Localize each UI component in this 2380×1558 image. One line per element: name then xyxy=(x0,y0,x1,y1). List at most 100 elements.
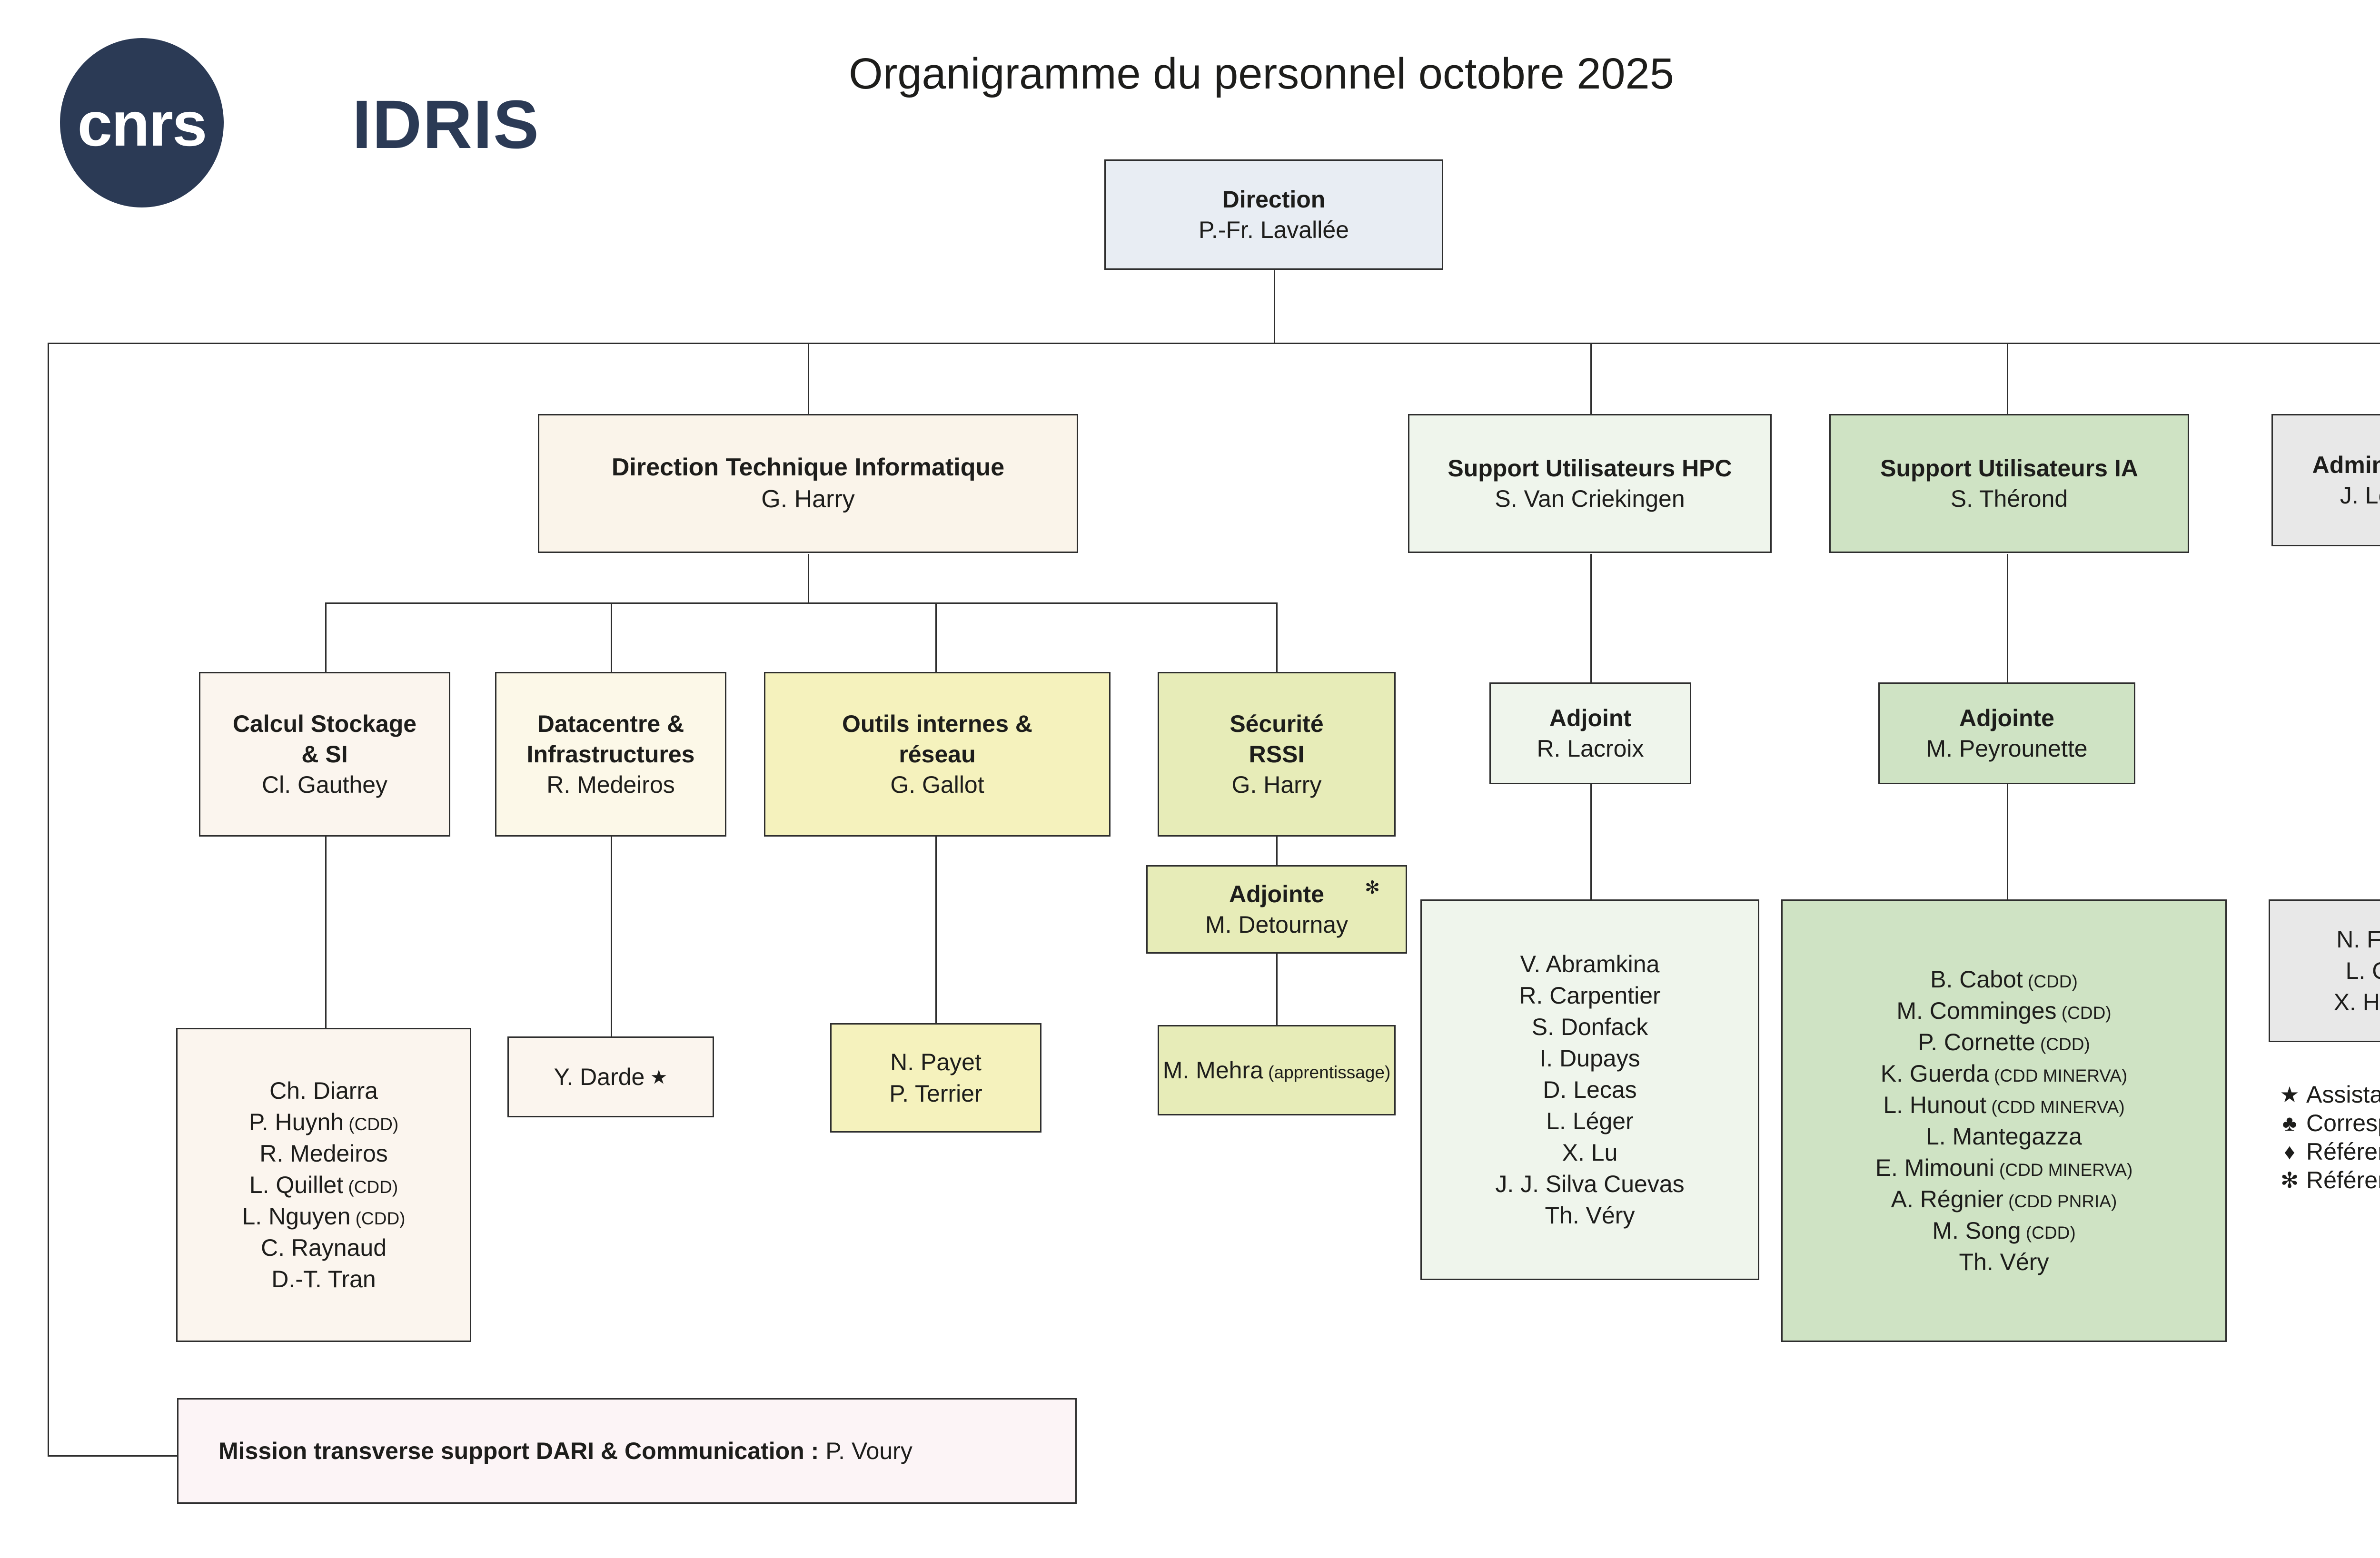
node-administration[interactable]: Administration J. Legrand ♣ ♦ ✻ xyxy=(2271,414,2380,546)
node-direction-person: P.-Fr. Lavallée xyxy=(1199,217,1349,243)
list-item: L. Mantegazza xyxy=(1926,1121,2082,1152)
legend-label: Correspondante formation xyxy=(2306,1110,2380,1136)
node-adjoint-hpc-title: Adjoint xyxy=(1549,705,1632,731)
node-securite-title-2: RSSI xyxy=(1249,741,1305,768)
node-adjoint-hpc[interactable]: Adjoint R. Lacroix xyxy=(1489,682,1691,784)
list-item: K. Guerda (CDD MINERVA) xyxy=(1881,1058,2127,1089)
node-hpc-person: S. Van Criekingen xyxy=(1495,485,1685,512)
person-name: S. Donfack xyxy=(1531,1014,1648,1040)
connector-dti-down xyxy=(808,554,809,603)
connector-drop-dti xyxy=(808,343,809,415)
person-name: V. Abramkina xyxy=(1520,951,1660,977)
node-direction-title: Direction xyxy=(1222,186,1326,213)
person-name: L. Goujon xyxy=(2345,957,2380,984)
node-ia-person: S. Thérond xyxy=(1950,485,2068,512)
person-name: R. Carpentier xyxy=(1519,982,1661,1009)
legend-row: ★Assistant de prévention xyxy=(2273,1080,2380,1109)
legend-label: Assistant de prévention xyxy=(2306,1081,2380,1108)
list-securite-team[interactable]: M. Mehra (apprentissage) xyxy=(1158,1025,1396,1115)
node-outils-title-2: réseau xyxy=(899,741,976,768)
node-datacentre-title-2: Infrastructures xyxy=(526,741,695,768)
connector-adjointe-to-iateam xyxy=(2007,784,2008,899)
list-item: X. Hermann xyxy=(2334,986,2380,1018)
person-name: N. Payet xyxy=(890,1049,982,1075)
node-direction-technique-informatique[interactable]: Direction Technique Informatique G. Harr… xyxy=(538,414,1078,553)
connector-main-bus xyxy=(48,343,2380,344)
page-title: Organigramme du personnel octobre 2025 xyxy=(849,49,1674,98)
list-item: N. Payet xyxy=(890,1046,982,1078)
person-name: P. Cornette xyxy=(1918,1029,2035,1055)
node-outils-person: G. Gallot xyxy=(890,771,984,798)
referente-developpement-durable-icon: ✻ xyxy=(1365,878,1380,898)
contract-tag: (CDD MINERVA) xyxy=(1989,1066,2128,1085)
node-mission-transverse[interactable]: Mission transverse support DARI & Commun… xyxy=(177,1398,1077,1504)
cnrs-logo: cnrs xyxy=(56,37,228,208)
list-item: C. Raynaud xyxy=(261,1232,387,1263)
list-item: B. Cabot (CDD) xyxy=(1930,964,2078,995)
contract-tag: (CDD MINERVA) xyxy=(1986,1097,2125,1117)
legend-row: ✻Référentes développement durable xyxy=(2273,1166,2380,1194)
node-datacentre-infrastructures[interactable]: Datacentre & Infrastructures R. Medeiros xyxy=(495,672,726,837)
node-support-utilisateurs-hpc[interactable]: Support Utilisateurs HPC S. Van Crieking… xyxy=(1408,414,1772,553)
node-adjointe-rssi[interactable]: Adjointe M. Detournay ✻ xyxy=(1146,865,1407,954)
node-dti-title: Direction Technique Informatique xyxy=(611,454,1005,482)
list-item: A. Régnier (CDD PNRIA) xyxy=(1891,1183,2117,1215)
connector-ia-to-adjointe xyxy=(2007,554,2008,682)
node-direction[interactable]: Direction P.-Fr. Lavallée xyxy=(1104,159,1443,270)
connector-adjointe-to-mehra xyxy=(1276,954,1278,1025)
list-item: V. Abramkina xyxy=(1520,948,1660,980)
person-name: D. Lecas xyxy=(1543,1076,1637,1103)
list-item: Th. Véry xyxy=(1545,1200,1635,1231)
node-calcul-stockage-si[interactable]: Calcul Stockage & SI Cl. Gauthey xyxy=(199,672,450,837)
person-name: X. Hermann xyxy=(2333,989,2380,1016)
org-name: IDRIS xyxy=(352,86,540,163)
legend: ★Assistant de prévention♣ Correspondante … xyxy=(2273,1080,2380,1194)
list-datacentre-team[interactable]: Y. Darde ★ xyxy=(507,1036,714,1117)
node-securite-title-1: Sécurité xyxy=(1230,710,1324,737)
connector-datacentre-to-team xyxy=(611,837,612,1036)
connector-outils-to-team xyxy=(935,837,937,1023)
person-name: B. Cabot xyxy=(1930,966,2023,993)
node-adjointe-ia[interactable]: Adjointe M. Peyrounette xyxy=(1878,682,2135,784)
person-name: M. Mehra xyxy=(1162,1057,1263,1084)
connector-securite-to-adjointe xyxy=(1276,837,1278,865)
list-item: R. Carpentier xyxy=(1519,980,1660,1011)
list-item: P. Cornette (CDD) xyxy=(1918,1026,2090,1058)
person-name: P. Terrier xyxy=(889,1080,982,1107)
list-outils-team[interactable]: N. Payet P. Terrier xyxy=(830,1023,1041,1133)
node-datacentre-title-1: Datacentre & xyxy=(537,710,684,737)
person-name: M. Comminges xyxy=(1896,997,2057,1024)
contract-tag: (CDD) xyxy=(350,1209,406,1228)
person-name: J. J. Silva Cuevas xyxy=(1495,1171,1685,1197)
contract-tag: (apprentissage) xyxy=(1263,1063,1391,1082)
list-admin-team[interactable]: N. FrançoisL. Goujon X. Hermann xyxy=(2269,899,2380,1042)
person-name: L. Léger xyxy=(1546,1108,1634,1134)
person-name: K. Guerda xyxy=(1880,1060,1989,1087)
person-name: L. Quillet xyxy=(249,1172,344,1198)
contract-tag: (CDD) xyxy=(2056,1003,2112,1023)
node-securite-rssi[interactable]: Sécurité RSSI G. Harry xyxy=(1158,672,1396,837)
person-name: X. Lu xyxy=(1562,1139,1618,1166)
node-outils-internes-reseau[interactable]: Outils internes & réseau G. Gallot xyxy=(764,672,1111,837)
list-item: L. Léger xyxy=(1546,1105,1633,1137)
node-calcul-title-2: & SI xyxy=(301,741,348,768)
list-item: L. Quillet (CDD) xyxy=(249,1169,398,1201)
list-ia-team[interactable]: B. Cabot (CDD)M. Comminges (CDD)P. Corne… xyxy=(1781,899,2227,1342)
list-item: N. François xyxy=(2336,924,2380,955)
node-dti-person: G. Harry xyxy=(761,485,855,513)
node-support-utilisateurs-ia[interactable]: Support Utilisateurs IA S. Thérond xyxy=(1829,414,2189,553)
list-item: L. Goujon xyxy=(2346,955,2380,986)
connector-direction-down xyxy=(1274,270,1275,344)
node-calcul-person: Cl. Gauthey xyxy=(261,771,387,798)
node-admin-title: Administration xyxy=(2312,452,2380,478)
node-hpc-title: Support Utilisateurs HPC xyxy=(1448,455,1732,482)
list-item: X. Lu xyxy=(1562,1137,1618,1168)
list-item: M. Comminges (CDD) xyxy=(1896,995,2111,1026)
correspondante-formation-icon: ♣ xyxy=(2282,1111,2297,1135)
connector-drop-calcul xyxy=(325,602,327,672)
person-name: D.-T. Tran xyxy=(271,1266,376,1292)
list-item: P. Terrier xyxy=(889,1078,982,1109)
connector-drop-securite xyxy=(1276,602,1278,672)
